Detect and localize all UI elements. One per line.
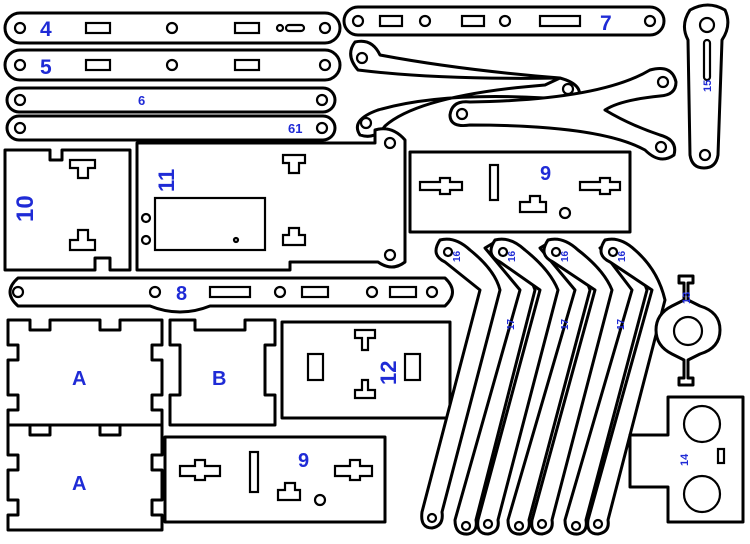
part-9-bottom-panel: 9 <box>163 435 387 524</box>
y-link-pair <box>349 39 678 161</box>
leg-16-label-d: 16 <box>617 250 628 262</box>
part-6-label: 6 <box>138 93 145 108</box>
part-5-link: 5 <box>3 48 342 82</box>
part-61-link: 61 <box>5 114 337 142</box>
leg-pair-3: 16 17 <box>530 237 649 536</box>
part-15-crank: 15 <box>683 3 730 170</box>
part-7-label: 7 <box>600 12 612 35</box>
part-9-top-label: 9 <box>540 163 551 185</box>
part-10-label: 10 <box>12 195 39 222</box>
part-7-link: 7 <box>342 5 666 37</box>
part-8-label: 8 <box>176 283 187 305</box>
leg-pair-2: 16 17 <box>476 237 592 536</box>
leg-16-label-c: 16 <box>560 250 571 262</box>
part-8-link: 8 <box>8 276 454 314</box>
part-10-panel: 10 <box>3 148 132 272</box>
part-4-link: 4 <box>3 11 342 45</box>
part-11-base: 11 <box>135 127 407 272</box>
leg-17-label-b: 17 <box>560 318 571 330</box>
part-a-upper-panel: A <box>6 318 164 427</box>
part-12-label: 12 <box>376 361 401 385</box>
part-4-label: 4 <box>40 18 52 41</box>
leg-17-label-c: 17 <box>616 318 627 330</box>
part-14-label: 14 <box>679 453 691 466</box>
part-11-label: 11 <box>154 169 179 192</box>
part-6-link: 6 <box>5 86 337 114</box>
leg-pair-1: 16 17 <box>420 237 537 536</box>
leg-pair-4: 16 <box>586 237 667 536</box>
leg-16-label-a: 16 <box>452 250 463 262</box>
part-13-hub: 13 <box>654 274 722 387</box>
part-13-label: 13 <box>681 292 693 304</box>
part-5-label: 5 <box>40 56 52 79</box>
leg-17-label-a: 17 <box>506 318 517 330</box>
part-9-top-panel: 9 <box>408 150 632 234</box>
part-14-mount: 14 <box>628 395 745 524</box>
part-15-label: 15 <box>702 80 714 92</box>
part-b-label: B <box>212 368 226 390</box>
part-a-upper-label: A <box>72 368 86 390</box>
part-b-panel: B <box>168 318 277 427</box>
part-61-label: 61 <box>288 121 302 136</box>
leg-16-label-b: 16 <box>507 250 518 262</box>
part-9-bottom-label: 9 <box>298 450 309 472</box>
part-a-lower-label: A <box>72 473 86 495</box>
part-a-lower-panel: A <box>6 423 164 532</box>
part-12-panel: 12 <box>280 320 452 420</box>
